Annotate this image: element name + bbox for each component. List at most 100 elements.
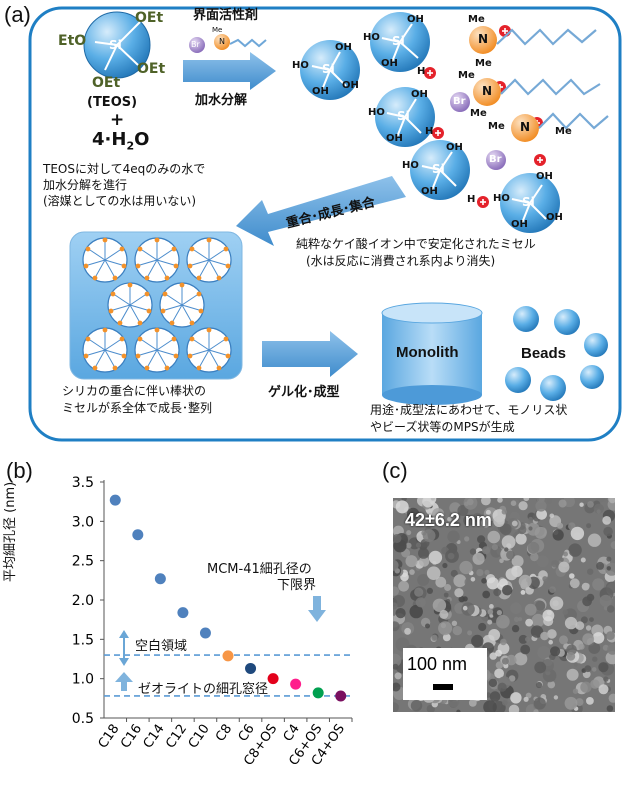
- teos-si: Si: [109, 38, 122, 52]
- silanol1-si: Si: [322, 62, 335, 76]
- data-point-c6-os: [312, 687, 324, 699]
- growth-line-2: ミセルが系全体で成長･整列: [62, 401, 213, 415]
- micelle-line-1: 純粋なケイ酸イオン中で安定化されたミセル: [296, 237, 536, 251]
- data-point-c8: [222, 650, 234, 662]
- data-point-c6: [245, 662, 257, 674]
- x-tick-label: C12: [163, 722, 190, 752]
- x-tick-label: C10: [186, 722, 213, 752]
- note-line-2: 加水分解を進行: [43, 178, 128, 192]
- silanol2-si: Si: [392, 34, 405, 48]
- silanol5-oh-right: OH: [546, 212, 563, 223]
- silanol1-oh-top: OH: [335, 42, 352, 53]
- water-formula-h: 4·H: [92, 129, 127, 150]
- data-point-c4: [290, 678, 302, 690]
- x-tick-label: C8: [213, 722, 235, 745]
- silanol1-oh-bottom: OH: [312, 86, 329, 97]
- ammonium1-n: N: [478, 32, 489, 46]
- teos-substituent-oet-top: OEt: [135, 10, 164, 26]
- y-tick-label: 3.5: [72, 475, 94, 491]
- silanol1-oh-right: OH: [342, 80, 359, 91]
- bromide1: Br: [453, 96, 466, 107]
- silanol3-ho-left: HO: [368, 107, 385, 118]
- silanol4-o-h: H: [467, 194, 476, 205]
- silanol1-ho-left: HO: [292, 60, 309, 71]
- growth-line-1: シリカの重合に伴い棒状の: [62, 384, 207, 398]
- ammonium1-me-bottom: Me: [475, 58, 492, 69]
- hydrolysis-arrow: [183, 52, 276, 90]
- ammonium2-me-bottom: Me: [470, 108, 487, 119]
- silanol3-oh-top: OH: [411, 89, 428, 100]
- beads-label: Beads: [521, 345, 567, 362]
- x-tick-label: C16: [118, 722, 145, 752]
- silanol4-ho-left: HO: [402, 160, 419, 171]
- beads-cluster: [505, 306, 608, 401]
- note-line-1: TEOSに対して4eqのみの水で: [43, 162, 206, 176]
- ammonium3-me-left: Me: [488, 121, 505, 132]
- monolith-cylinder: [381, 302, 483, 405]
- note-line-3: (溶媒としての水は用いない): [43, 194, 197, 208]
- surfactant-label: 界面活性剤: [193, 8, 259, 23]
- mcm-line-1: MCM-41細孔径の: [207, 562, 312, 577]
- y-tick-label: 2.5: [72, 554, 94, 570]
- teos-substituent-oet-bottom: OEt: [92, 75, 121, 91]
- silanol5-ho-left: HO: [493, 193, 510, 204]
- silanol3-oh-bottom: OH: [386, 133, 403, 144]
- surfactant-n: N: [219, 37, 225, 46]
- sem-size-label: 42±6.2 nm: [405, 510, 492, 530]
- bromide2: Br: [489, 154, 502, 165]
- mcm-line-2: 下限界: [277, 578, 317, 593]
- y-tick-label: 3.0: [72, 514, 94, 530]
- gap-double-arrow: [119, 630, 129, 666]
- data-point-c10: [199, 627, 211, 639]
- silanol5-oh-bottom: OH: [511, 219, 528, 230]
- ammonium2-me-top: Me: [458, 70, 475, 81]
- product-line-2: やビーズ状等のMPSが生成: [370, 420, 515, 434]
- teos-substituent-eto-left: EtO: [58, 33, 87, 49]
- data-point-c16: [132, 529, 144, 541]
- x-tick-label: C18: [96, 722, 123, 752]
- data-point-c8-os: [267, 673, 279, 685]
- teos-substituent-oet-right: OEt: [137, 61, 166, 77]
- panel-c-label: (c): [382, 458, 408, 483]
- silanol3-o-h: H: [425, 126, 434, 137]
- data-point-c18: [109, 494, 121, 506]
- ammonium3-n: N: [520, 120, 531, 134]
- y-axis-label: 平均細孔径 (nm): [3, 481, 18, 582]
- gelation-arrow: [262, 331, 358, 377]
- teos-name: (TEOS): [87, 95, 138, 110]
- panel-a-label: (a): [4, 2, 31, 27]
- water-formula: 4·H2O: [92, 129, 150, 153]
- ammonium3-me-right: Me: [555, 126, 572, 137]
- silanol2-ho-left: HO: [363, 32, 380, 43]
- silanol2-o-h: H: [417, 66, 426, 77]
- ammonium1-me-top: Me: [468, 14, 485, 25]
- ammonium2-n: N: [482, 84, 493, 98]
- gelation-label: ゲル化･成型: [268, 385, 340, 400]
- micelle-line-2: (水は反応に消費され系内より消失): [306, 254, 496, 268]
- zeolite-label: ゼオライトの細孔窓径: [138, 682, 269, 697]
- scale-bar-label: 100 nm: [407, 654, 468, 674]
- hydrolysis-label: 加水分解: [195, 93, 248, 108]
- silanol4-oh-top: OH: [446, 142, 463, 153]
- micelle-array: [69, 231, 243, 380]
- water-formula-o: O: [134, 129, 150, 150]
- product-line-1: 用途･成型法にあわせて、モノリス状: [370, 403, 568, 417]
- monolith-label: Monolith: [396, 344, 459, 361]
- scale-bar: [433, 684, 453, 690]
- data-point-c12: [177, 607, 189, 619]
- silanol2-oh-top: OH: [407, 14, 424, 25]
- silanol4-si: Si: [432, 162, 445, 176]
- y-tick-label: 1.0: [72, 672, 94, 688]
- surfactant-me: Me: [212, 26, 223, 34]
- polymerization-arrow: [236, 176, 406, 246]
- teos-plus: +: [110, 110, 125, 130]
- silanol4-oh-bottom: OH: [421, 186, 438, 197]
- silanol2-oh-bottom: OH: [381, 58, 398, 69]
- silanol3-si: Si: [397, 109, 410, 123]
- data-point-c14: [154, 573, 166, 585]
- silanol5-oh-top: OH: [536, 171, 553, 182]
- x-tick-label: C14: [141, 722, 168, 752]
- water-formula-sub: 2: [126, 139, 135, 153]
- panel-a-diagram: [28, 6, 622, 442]
